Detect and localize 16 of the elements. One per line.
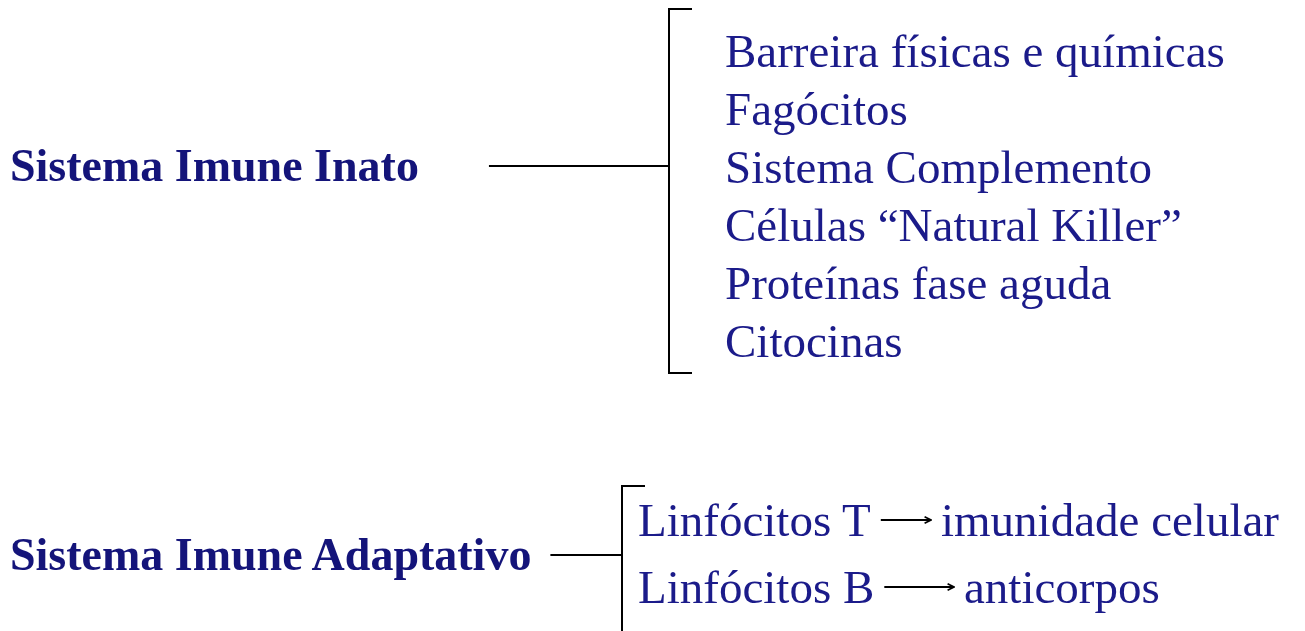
list-item: Linfócitos T (638, 491, 871, 549)
connector-line (487, 165, 669, 167)
list-item: imunidade celular (941, 491, 1279, 549)
list-item: Proteínas fase aguda (725, 256, 1112, 311)
list-item: Linfócitos B (638, 558, 875, 616)
arrow (883, 582, 955, 592)
arrow (879, 515, 932, 525)
list-item: Sistema Complemento (725, 140, 1152, 195)
list-item: anticorpos (964, 558, 1160, 616)
list-item: Barreira físicas e químicas (725, 24, 1225, 79)
list-item: Fagócitos (725, 82, 908, 137)
connector-line (549, 554, 622, 556)
list-item: Células “Natural Killer” (725, 198, 1182, 253)
list-item: Citocinas (725, 314, 903, 369)
system-heading: Sistema Imune Adaptativo (10, 528, 532, 582)
system-heading: Sistema Imune Inato (10, 139, 419, 193)
